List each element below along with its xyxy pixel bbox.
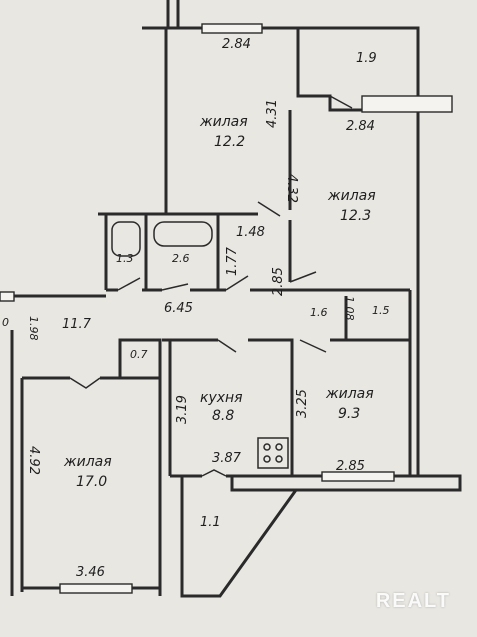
room-bath-area: 2.6 [172,252,190,265]
dim-top-width: 2.84 [222,37,251,52]
room-living-mid-area: 9.3 [338,406,360,422]
dim-closet-right-depth: 1.08 [343,296,356,321]
dim-living-big-width: 3.46 [76,565,105,580]
realt-watermark: REALT [375,590,451,612]
dimension-labels: 2.84 4.31 2.84 4.32 1.48 1.77 2.85 1.08 … [2,37,375,580]
window-top [201,23,263,34]
room-living-big-name: жилая [63,454,112,470]
dim-living-big-height: 4.92 [26,446,41,475]
dim-balcony-width: 2.84 [346,119,375,134]
room-closet-right-area: 1.6 [310,306,328,319]
dim-kitchen-width: 3.87 [212,451,242,466]
dim-kitchen-height: 3.19 [175,395,190,424]
room-closet-small-area: 0.7 [130,348,148,361]
toilet-fixture [111,221,141,257]
room-kitchen-name: кухня [200,390,243,406]
walls [0,0,462,598]
room-toilet-area: 1.3 [116,252,134,265]
dim-living-right-height: 4.32 [284,174,299,203]
window-bottom [59,583,133,594]
room-living-mid-name: жилая [325,386,374,402]
bathtub [153,221,213,247]
dim-corridor-width: 1.48 [236,225,265,240]
window-right-bottom [321,471,395,482]
room-living-top-name: жилая [199,114,248,130]
room-closet-right2-area: 1.5 [372,304,390,317]
windows [0,23,453,594]
room-balcony-area: 1.9 [356,51,377,66]
window-left [0,291,15,302]
room-living-right-area: 12.3 [340,208,371,224]
balcony-door [361,95,453,113]
room-living-top-area: 12.2 [214,134,245,150]
room-living-big-area: 17.0 [76,474,107,490]
stove [257,437,289,469]
room-labels: жилая 12.2 1.9 жилая 12.3 1.3 2.6 6.45 1… [62,51,390,530]
dim-hall-left: 1.98 [27,316,40,341]
doors [69,95,353,477]
room-hall-area: 11.7 [62,317,92,332]
dim-living-mid-height: 3.25 [295,389,310,418]
room-loggia-area: 1.1 [200,515,221,530]
room-corridor-area: 6.45 [164,301,193,316]
dim-living-top-height: 4.31 [265,99,280,128]
room-kitchen-area: 8.8 [212,408,234,424]
dim-left-edge: 0 [2,316,9,329]
fixtures [111,221,289,469]
dim-living-right-width: 2.85 [271,267,286,296]
dim-living-mid-width: 2.85 [336,459,365,474]
room-living-right-name: жилая [327,188,376,204]
dim-corridor-height: 1.77 [225,246,240,276]
